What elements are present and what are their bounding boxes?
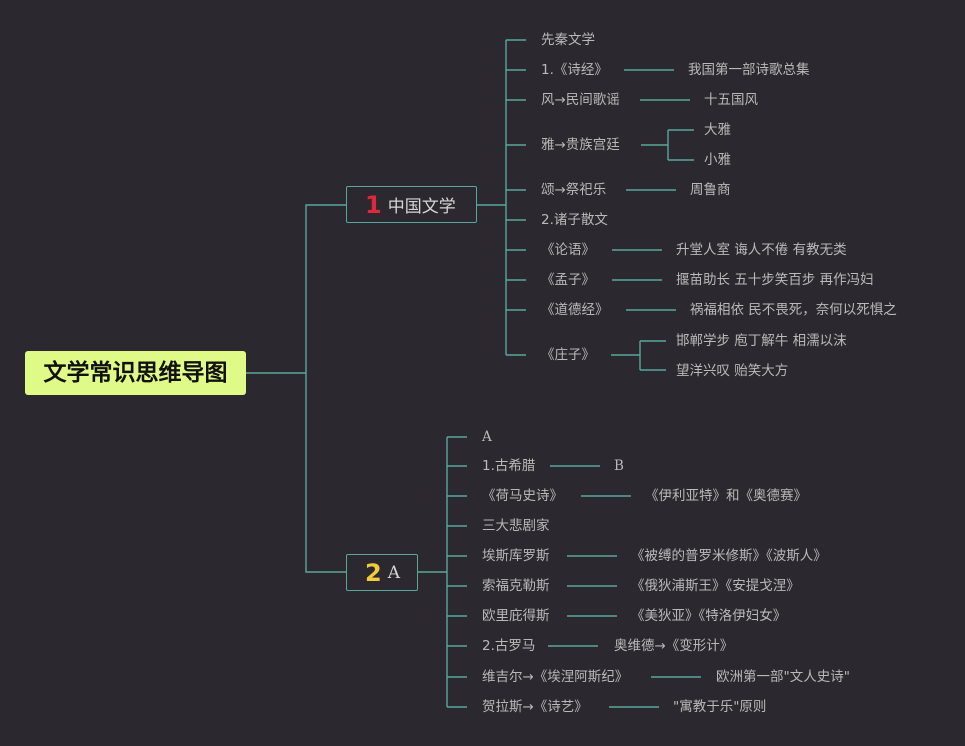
topic-node[interactable]: 2.古罗马 [482,638,536,654]
topic-node[interactable]: 1.古希腊 [482,458,536,474]
subtopic-node[interactable]: 我国第一部诗歌总集 [688,62,810,78]
subtopic-node[interactable]: 大雅 [704,122,731,138]
topic-node[interactable]: A [482,429,492,445]
subtopic-node[interactable]: 奥维德→《变形计》 [614,638,734,654]
subtopic-node[interactable]: 小雅 [704,152,731,168]
branch-node-a[interactable]: 2 A [346,554,418,591]
subtopic-node[interactable]: B [614,458,624,474]
subtopic-node[interactable]: 周鲁商 [690,182,731,198]
topic-node[interactable]: 《孟子》 [541,272,595,288]
link-zhuangzi-fork [611,340,666,371]
subtopic-node[interactable]: 邯郸学步 庖丁解牛 相濡以沫 [676,333,847,349]
topic-node[interactable]: 贺拉斯→《诗艺》 [482,699,588,715]
subtopic-node[interactable]: 《被缚的普罗米修斯》《波斯人》 [631,548,827,564]
topic-node[interactable]: 《荷马史诗》 [482,488,563,504]
subtopic-node[interactable]: 十五国风 [704,92,758,108]
link-ya-fork [641,129,694,161]
topic-node[interactable]: 埃斯库罗斯 [482,548,550,564]
topic-node[interactable]: 风→民间歌谣 [541,92,620,108]
branch-number-badge: 2 [365,558,382,587]
topic-node[interactable]: 雅→贵族宫廷 [541,137,620,153]
subtopic-node[interactable]: 升堂人室 诲人不倦 有教无类 [676,242,847,258]
branch-label: A [387,562,400,583]
topic-node[interactable]: 《论语》 [541,242,595,258]
root-node[interactable]: 文学常识思维导图 [25,351,246,395]
topic-node[interactable]: 欧里庇得斯 [482,608,550,624]
branch-node-chinese-literature[interactable]: 1 中国文学 [346,186,477,223]
branch-label: 中国文学 [387,197,456,217]
topic-node[interactable]: 2.诸子散文 [541,212,608,228]
subtopic-node[interactable]: 揠苗助长 五十步笑百步 再作冯妇 [676,272,874,288]
topic-node[interactable]: 《庄子》 [541,347,595,363]
subtopic-node[interactable]: 望洋兴叹 贻笑大方 [676,363,789,379]
topic-node[interactable]: 《道德经》 [541,302,609,318]
subtopic-node[interactable]: 《俄狄浦斯王》《安提戈涅》 [631,578,800,594]
link-root-branch1 [305,204,346,373]
topic-node[interactable]: 三大悲剧家 [482,518,550,534]
subtopic-node[interactable]: 欧洲第一部"文人史诗" [716,669,850,685]
topic-node[interactable]: 颂→祭祀乐 [541,182,607,198]
topic-node[interactable]: 先秦文学 [541,32,595,48]
branch-number-badge: 1 [365,190,382,219]
link-root-branch2 [305,373,346,573]
subtopic-node[interactable]: 《美狄亚》《特洛伊妇女》 [631,608,787,624]
subtopic-node[interactable]: "寓教于乐"原则 [673,699,767,715]
topic-node[interactable]: 1.《诗经》 [541,62,608,78]
topic-node[interactable]: 索福克勒斯 [482,578,550,594]
subtopic-node[interactable]: 祸福相依 民不畏死，奈何以死惧之 [690,302,897,318]
subtopic-node[interactable]: 《伊利亚特》和《奥德赛》 [645,488,807,504]
topic-node[interactable]: 维吉尔→《埃涅阿斯纪》 [482,669,629,685]
